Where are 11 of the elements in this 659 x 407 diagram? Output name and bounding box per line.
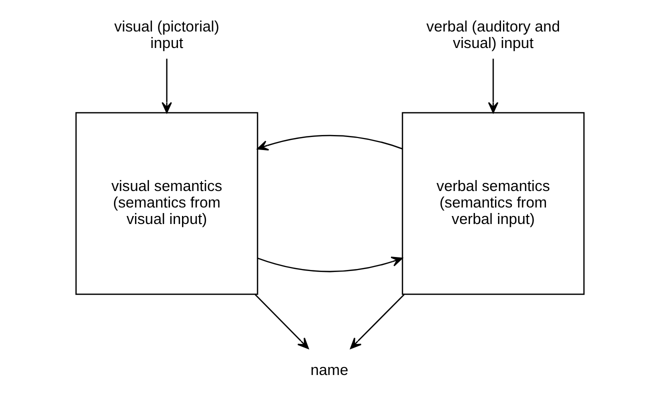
arrow [350, 294, 404, 349]
node-box: verbal semantics (semantics from verbal input) [401, 112, 584, 295]
arrow [256, 256, 402, 272]
arrow [254, 294, 308, 349]
node-text: name [310, 362, 348, 380]
node-text: visual (pictorial) input [114, 18, 219, 52]
arrow [488, 58, 498, 114]
node-box: visual semantics (semantics from visual input) [74, 112, 258, 295]
node-text: verbal (auditory and visual) input [426, 18, 560, 52]
arrow [256, 134, 402, 150]
arrow [161, 58, 172, 114]
